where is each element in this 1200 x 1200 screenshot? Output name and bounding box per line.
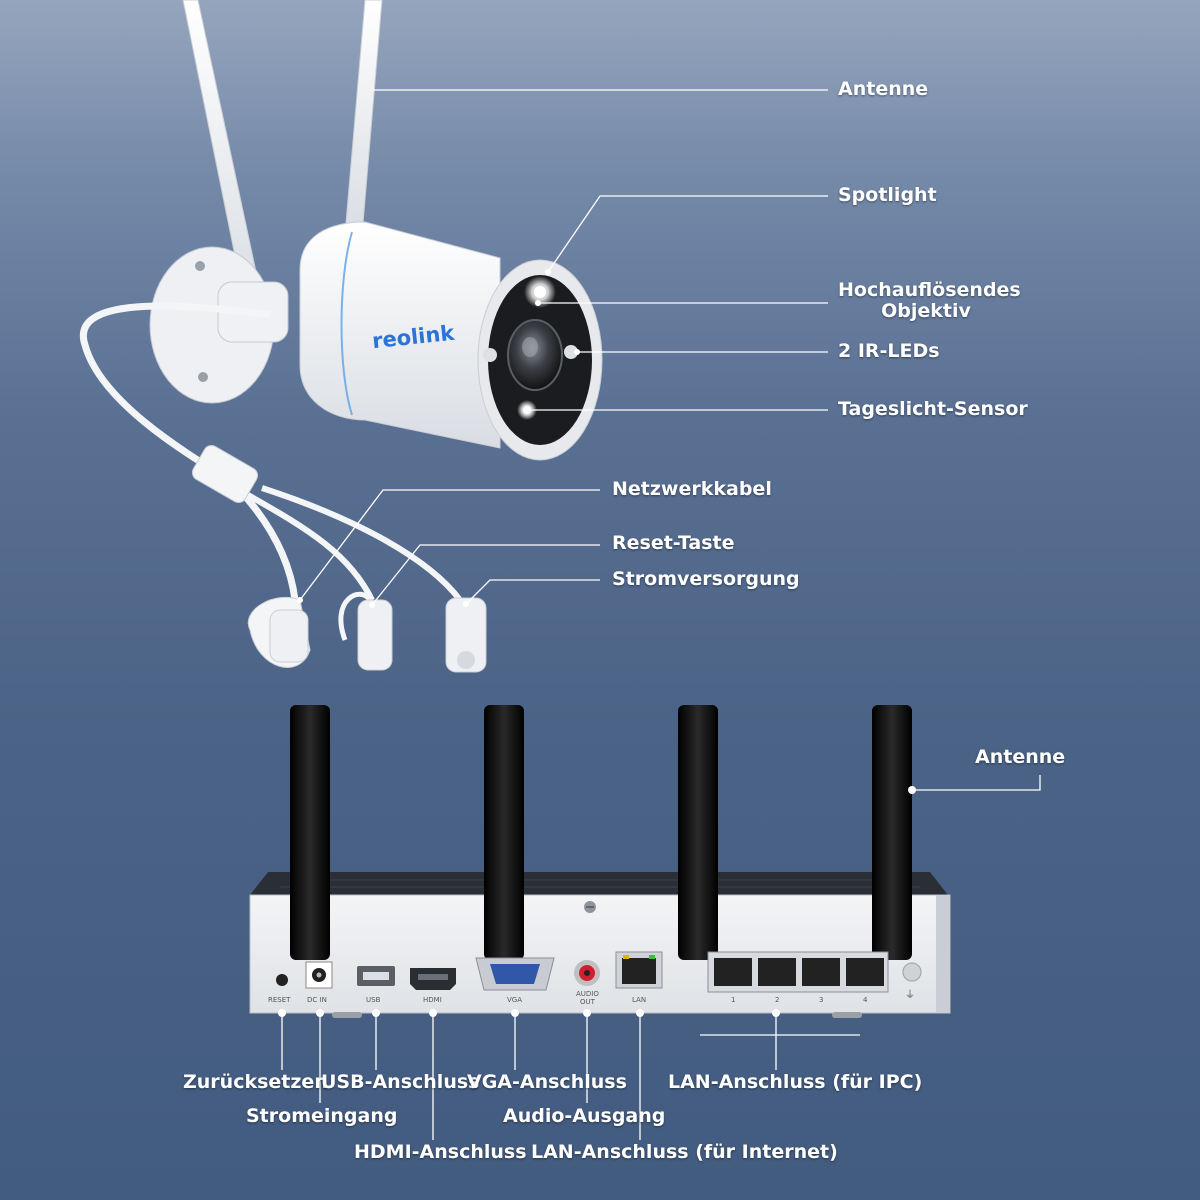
- label-nvr-antenna: Antenne: [975, 746, 1066, 768]
- label-power-input: Stromeingang: [246, 1105, 398, 1127]
- print-poe-3: 3: [819, 996, 824, 1004]
- label-network-cable: Netzwerkkabel: [612, 478, 772, 500]
- print-usb: USB: [366, 996, 381, 1004]
- camera-cable: [79, 302, 271, 484]
- camera-leader-lines: [299, 89, 828, 606]
- network-connector: [247, 596, 311, 668]
- print-reset: RESET: [268, 996, 291, 1004]
- label-power-supply: Stromversorgung: [612, 568, 800, 590]
- leader-network: [299, 489, 600, 601]
- label-lan-ipc: LAN-Anschluss (für IPC): [668, 1071, 923, 1093]
- label-usb: USB-Anschluss: [321, 1071, 480, 1093]
- label-lens-line1: Hochauflösendes: [838, 279, 1021, 301]
- nvr-antenna-4: [872, 705, 912, 960]
- nvr-antenna-3: [678, 705, 718, 960]
- leader-power: [465, 579, 600, 605]
- leader-nvr-antenna: [912, 775, 1041, 791]
- nvr-leader-lines: [281, 775, 1041, 1140]
- label-audio-out: Audio-Ausgang: [503, 1105, 666, 1127]
- leader-reset: [371, 544, 600, 606]
- label-reset-button: Reset-Taste: [612, 532, 735, 554]
- svg-text:⏚: ⏚: [905, 989, 915, 1001]
- nvr-antenna-1: [290, 705, 330, 960]
- label-lan-internet: LAN-Anschluss (für Internet): [531, 1141, 838, 1163]
- print-audio-1: AUDIO: [576, 990, 599, 998]
- print-dc-in: DC IN: [307, 996, 327, 1004]
- camera-lens: [507, 319, 563, 391]
- nvr-top: [250, 872, 948, 895]
- label-hdmi: HDMI-Anschluss: [354, 1141, 527, 1163]
- print-audio-2: OUT: [580, 998, 595, 1006]
- label-camera-antenna: Antenne: [838, 78, 929, 100]
- reset-connector: [338, 591, 393, 671]
- camera-antenna-right: [344, 0, 383, 236]
- camera-body: [299, 221, 501, 449]
- camera: [79, 0, 603, 673]
- nvr-antenna-2: [484, 705, 524, 960]
- ir-led-right: [564, 345, 578, 359]
- print-hdmi: HDMI: [423, 996, 442, 1004]
- label-daylight-sensor: Tageslicht-Sensor: [838, 398, 1028, 420]
- ground-terminal: [902, 962, 922, 982]
- ir-led-left: [483, 348, 497, 362]
- print-lan: LAN: [632, 996, 647, 1004]
- label-lens-line2: Objektiv: [881, 299, 971, 322]
- print-vga: VGA: [507, 996, 523, 1004]
- print-poe-4: 4: [863, 996, 868, 1004]
- label-ir-leds: 2 IR-LEDs: [838, 340, 940, 362]
- label-vga: VGA-Anschluss: [467, 1071, 627, 1093]
- label-lens: Hochauflösendes Objektiv: [838, 279, 1021, 322]
- power-connector: [445, 597, 487, 673]
- leader-spotlight: [547, 195, 828, 273]
- print-poe-1: 1: [731, 996, 736, 1004]
- label-spotlight: Spotlight: [838, 184, 937, 206]
- print-poe-2: 2: [775, 996, 780, 1004]
- label-reset: Zurücksetzen: [183, 1071, 328, 1093]
- port-reset: [276, 974, 288, 986]
- nvr: ⏚: [249, 705, 951, 1018]
